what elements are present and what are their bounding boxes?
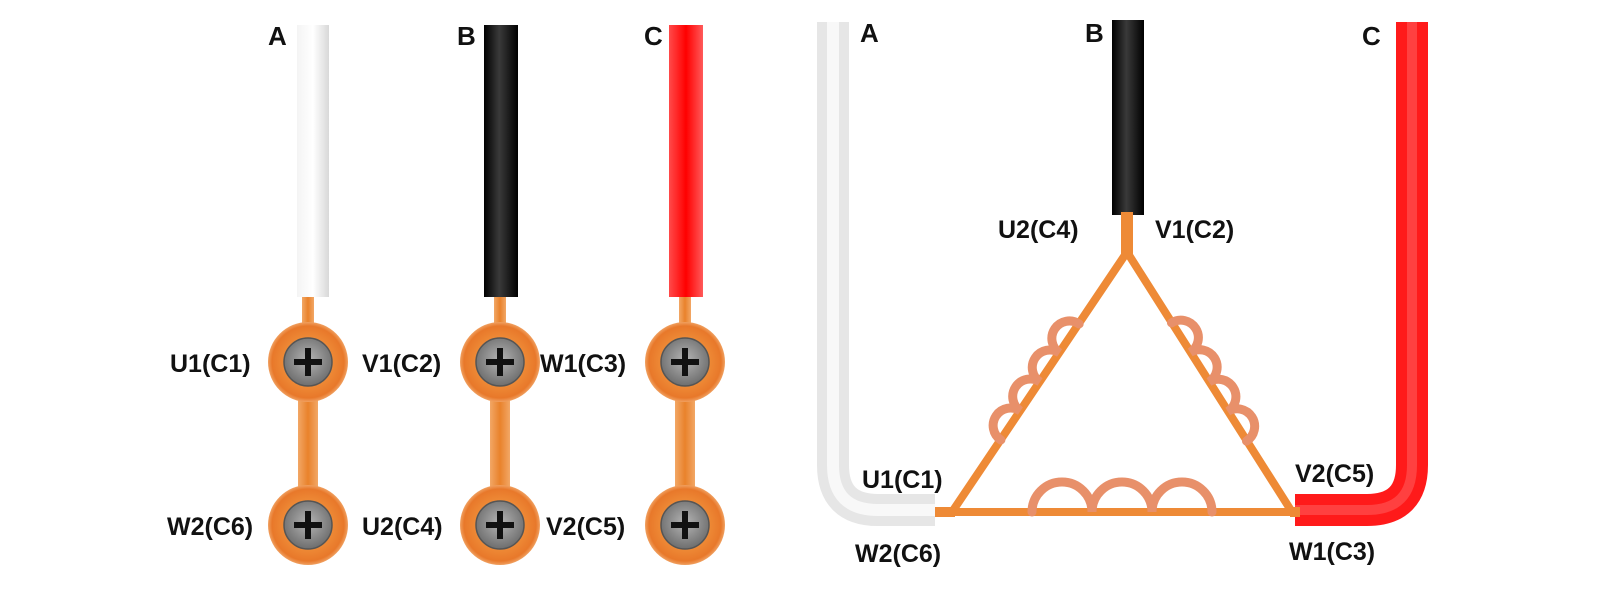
label-u2: U2(C4) bbox=[362, 513, 443, 541]
label-u1-delta: U1(C1) bbox=[862, 466, 943, 494]
phase-label-b-delta: B bbox=[1085, 18, 1104, 48]
phase-label-a-delta: A bbox=[860, 18, 879, 48]
plus-icon bbox=[671, 348, 699, 376]
coil-bottom bbox=[1027, 477, 1217, 517]
cable-b bbox=[484, 25, 518, 297]
cable-a-delta bbox=[817, 22, 935, 526]
label-v2: V2(C5) bbox=[546, 513, 625, 541]
terminal-board: A B C bbox=[167, 21, 725, 565]
cable-c bbox=[669, 25, 703, 297]
cable-a bbox=[297, 25, 329, 297]
label-v1-delta: V1(C2) bbox=[1155, 216, 1234, 244]
label-v1: V1(C2) bbox=[362, 350, 441, 378]
phase-label-b: B bbox=[457, 21, 476, 51]
label-w2: W2(C6) bbox=[167, 513, 253, 541]
phase-label-a: A bbox=[268, 21, 287, 51]
phase-label-c: C bbox=[644, 21, 663, 51]
label-u1: U1(C1) bbox=[170, 350, 251, 378]
terminal-u2 bbox=[460, 485, 540, 565]
delta-triangle bbox=[948, 248, 1296, 516]
terminal-w1 bbox=[645, 322, 725, 402]
terminal-u1 bbox=[268, 322, 348, 402]
terminal-v2 bbox=[645, 485, 725, 565]
delta-diagram: A B C U2(C4) V1(C2) U1(C1) W2(C6) V2(C5)… bbox=[817, 18, 1428, 568]
label-w2-delta: W2(C6) bbox=[855, 540, 941, 568]
plus-icon bbox=[294, 511, 322, 539]
plus-icon bbox=[294, 348, 322, 376]
plus-icon bbox=[486, 348, 514, 376]
label-v2-delta: V2(C5) bbox=[1295, 460, 1374, 488]
terminal-w2 bbox=[268, 485, 348, 565]
cable-b-delta bbox=[1112, 20, 1144, 215]
plus-icon bbox=[671, 511, 699, 539]
label-w1-delta: W1(C3) bbox=[1289, 538, 1375, 566]
label-u2-delta: U2(C4) bbox=[998, 216, 1079, 244]
label-w1: W1(C3) bbox=[540, 350, 626, 378]
plus-icon bbox=[486, 511, 514, 539]
coil-right bbox=[1166, 315, 1260, 446]
phase-label-c-delta: C bbox=[1362, 21, 1381, 51]
terminal-v1 bbox=[460, 322, 540, 402]
cable-c-delta bbox=[1295, 22, 1428, 526]
coil-left bbox=[988, 316, 1084, 445]
